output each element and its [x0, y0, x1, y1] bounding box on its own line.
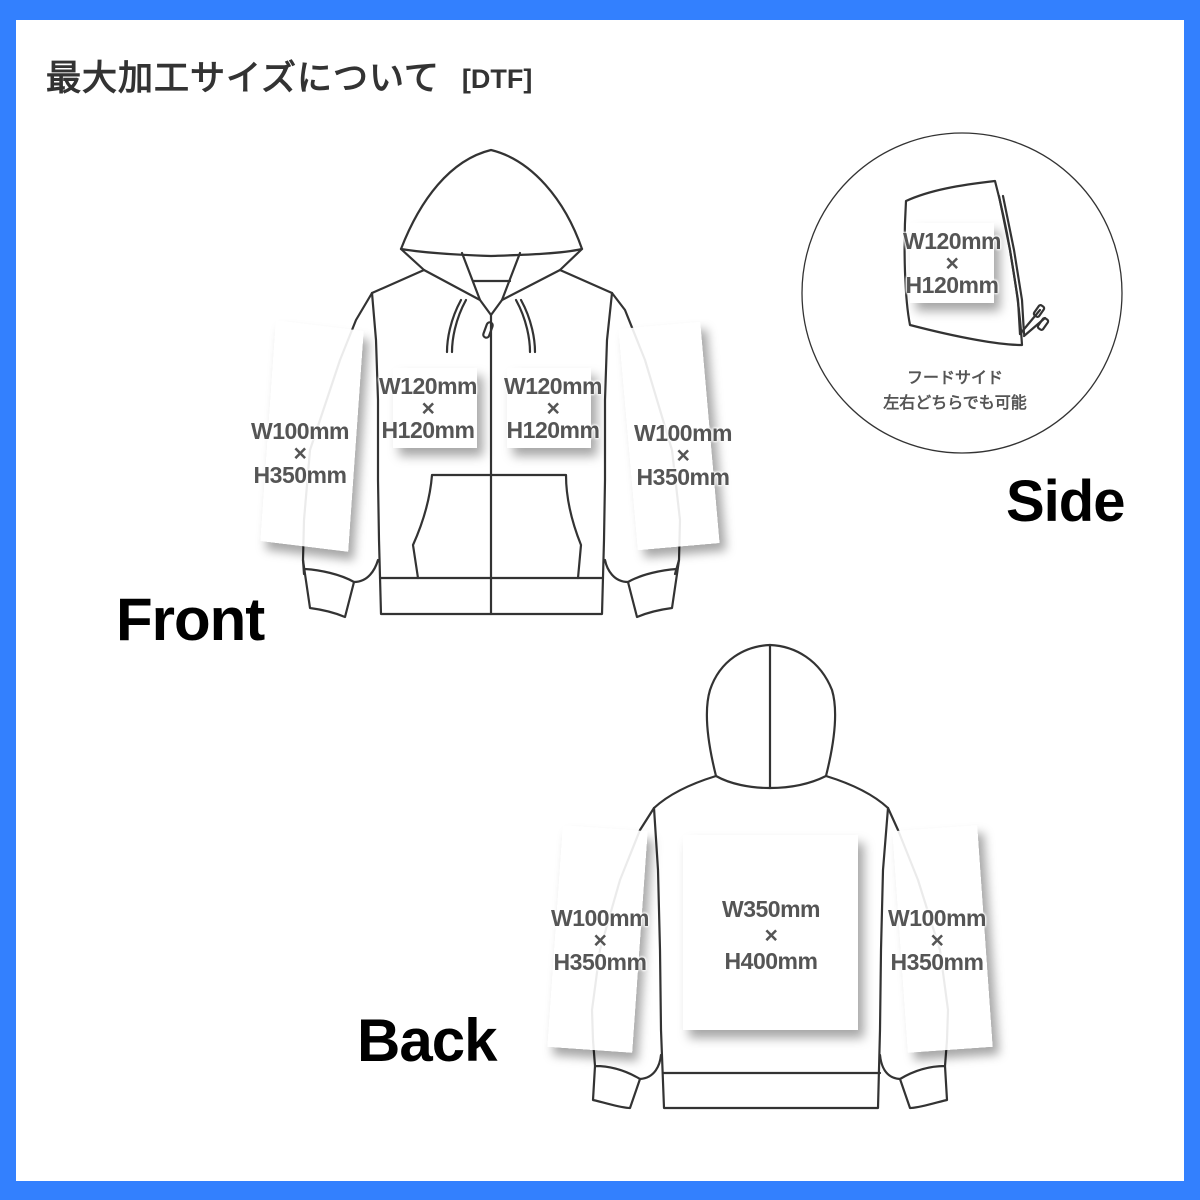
- side-hood-zone: [910, 223, 994, 303]
- back-center-dim: W350mm×H400mm: [722, 896, 820, 974]
- front-label: Front: [116, 586, 265, 653]
- hood-side-note: フードサイド左右どちらでも可能: [883, 370, 1027, 412]
- front-right-chest-dim: W120mm×H120mm: [504, 373, 602, 443]
- back-right-sleeve-dim: W100mm×H350mm: [888, 905, 986, 975]
- side-hood-dim: W120mm×H120mm: [903, 228, 1001, 298]
- page-title: 最大加工サイズについて [DTF]: [46, 50, 532, 101]
- front-left-sleeve-dim: W100mm×H350mm: [251, 418, 349, 488]
- back-label: Back: [357, 1007, 497, 1074]
- title-text: 最大加工サイズについて: [46, 59, 440, 98]
- front-left-chest-zone: [393, 368, 477, 448]
- back-center-zone: [683, 835, 858, 1030]
- title-tag: [DTF]: [461, 64, 533, 94]
- front-right-sleeve-dim: W100mm×H350mm: [634, 420, 732, 490]
- front-right-chest-zone: [507, 368, 591, 448]
- back-left-sleeve-dim: W100mm×H350mm: [551, 905, 649, 975]
- side-label: Side: [1006, 469, 1125, 534]
- front-left-chest-dim: W120mm×H120mm: [379, 373, 477, 443]
- hood-side-outline: [903, 179, 1050, 347]
